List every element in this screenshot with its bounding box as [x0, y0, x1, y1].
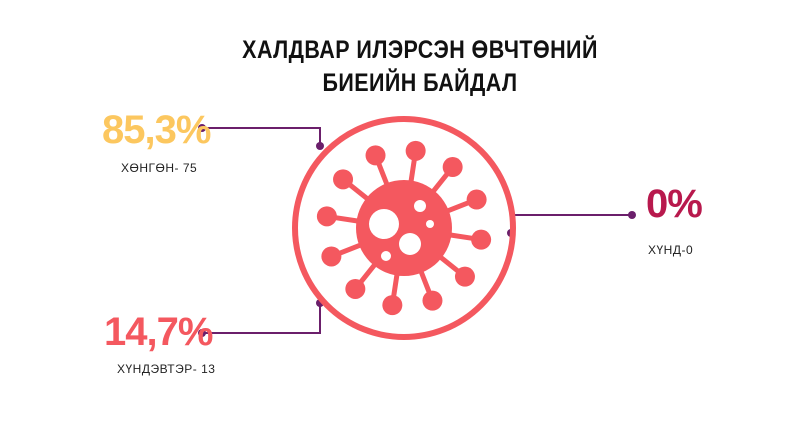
virus-spike-knob	[345, 278, 366, 299]
moderate-caption: ХҮНДЭВТЭР- 13	[117, 362, 216, 376]
connector-light-end-dot	[316, 142, 324, 150]
severe-percent: 0%	[646, 182, 703, 226]
virus-hole	[381, 251, 391, 261]
connector-light	[202, 127, 321, 146]
title-line-2: БИЕИЙН БАЙДАЛ	[322, 69, 518, 97]
virus-spike-knob	[405, 140, 426, 161]
virus-spike-knob	[316, 206, 337, 227]
moderate-percent: 14,7%	[104, 310, 213, 354]
virus-icon	[316, 140, 492, 316]
title-line-1: ХАЛДВАР ИЛЭРСЭН ӨВЧТӨНИЙ	[242, 36, 598, 64]
virus-spike-knob	[333, 169, 354, 190]
virus-hole	[426, 220, 434, 228]
light-percent: 85,3%	[102, 108, 211, 152]
virus-spike-knob	[321, 246, 342, 267]
virus-spike-knob	[422, 290, 443, 311]
virus-spike-knob	[466, 189, 487, 210]
virus-spike-knob	[382, 295, 403, 316]
virus-hole	[399, 233, 421, 255]
virus-spike-knob	[454, 266, 475, 287]
connector-moderate	[202, 303, 321, 334]
virus-spike-knob	[442, 157, 463, 178]
severe-caption: ХҮНД-0	[648, 243, 694, 257]
virus-hole	[414, 200, 426, 212]
virus-spike-knob	[365, 145, 386, 166]
light-caption: ХӨНГӨН- 75	[121, 161, 198, 175]
virus-hole	[369, 209, 399, 239]
connector-light-start-dot	[198, 124, 206, 132]
connector-severe-start-dot	[628, 211, 636, 219]
outer-ring	[292, 116, 516, 340]
virus-body	[356, 180, 452, 276]
connector-moderate-start-dot	[198, 329, 206, 337]
connector-severe	[510, 214, 632, 233]
virus-spike-knob	[471, 229, 492, 250]
